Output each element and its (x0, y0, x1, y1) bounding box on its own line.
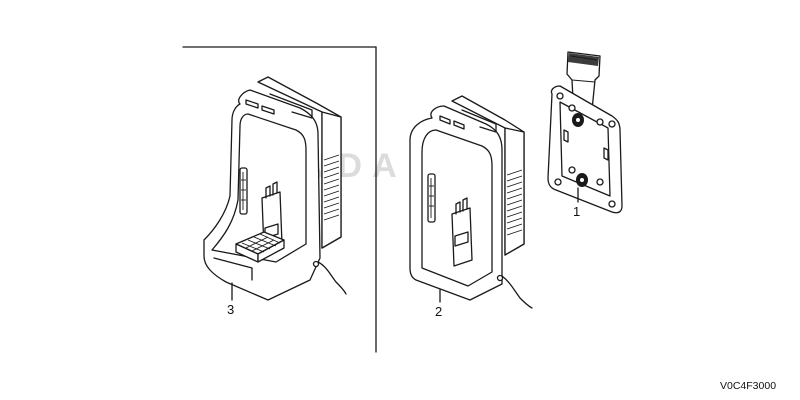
callout-1: 1 (573, 204, 580, 219)
charger-cradle-with-insert (203, 76, 347, 301)
callout-3: 3 (227, 302, 234, 317)
diagram-code: V0C4F3000 (720, 380, 776, 392)
group-frame (182, 46, 377, 353)
vent-grille (323, 154, 340, 221)
callout-2: 2 (435, 304, 442, 319)
pad-texture (241, 233, 281, 253)
charger-cradle (409, 95, 533, 309)
mounting-plate (547, 51, 623, 214)
vent-grille-2 (506, 169, 523, 236)
